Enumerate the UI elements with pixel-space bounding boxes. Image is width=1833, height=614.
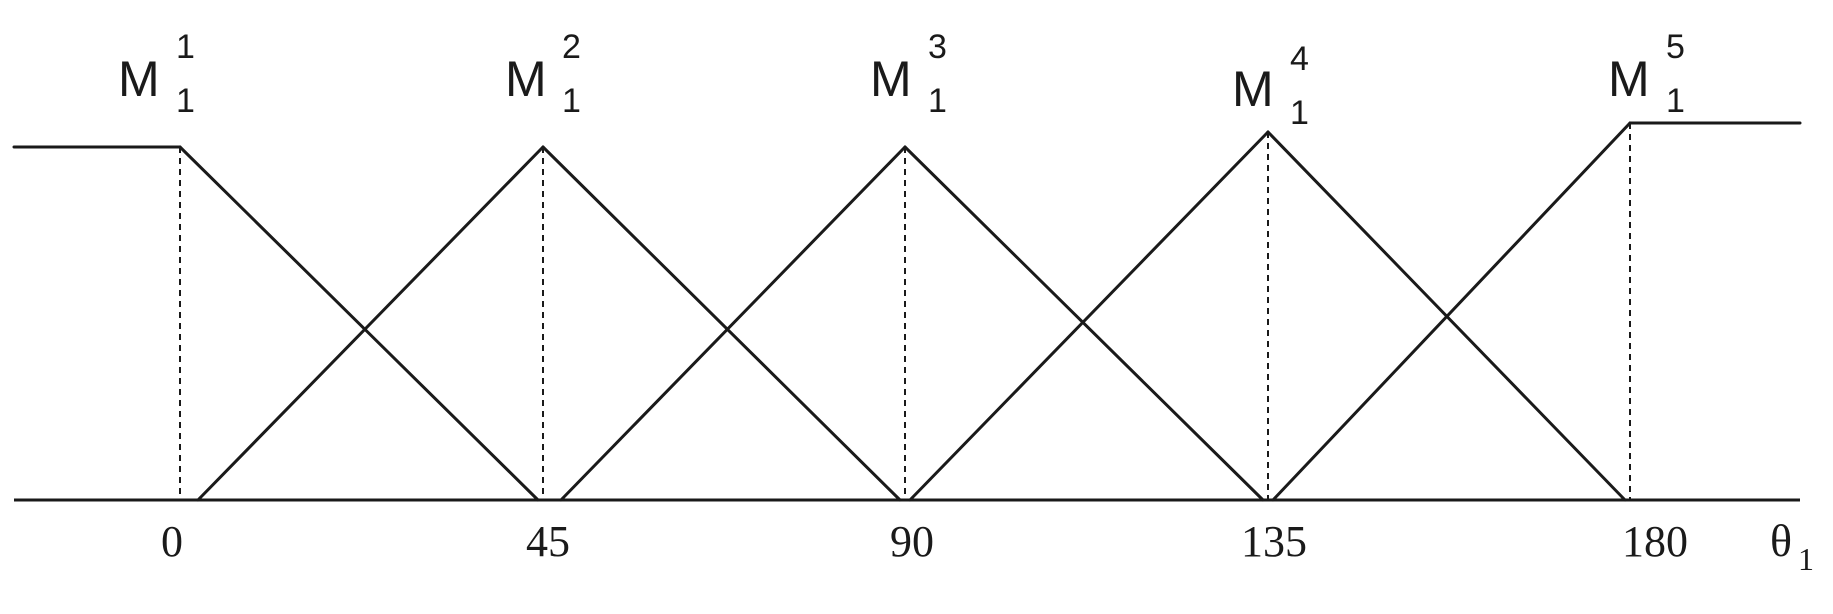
tick-label-180: 180 bbox=[1622, 517, 1688, 566]
tick-label-0: 0 bbox=[161, 517, 183, 566]
dashed-guides bbox=[179, 123, 1631, 500]
tick-label-45: 45 bbox=[526, 517, 570, 566]
label-sub: 1 bbox=[1666, 82, 1685, 120]
label-sub: 1 bbox=[176, 82, 195, 120]
label-sup: 1 bbox=[176, 28, 195, 66]
label-base: M bbox=[870, 51, 912, 107]
mf-5-rising-edge bbox=[1271, 121, 1632, 502]
label-base: M bbox=[505, 51, 547, 107]
label-sub: 1 bbox=[928, 82, 947, 120]
x-tick-labels: 0 45 90 135 180 bbox=[161, 517, 1688, 566]
membership-lines bbox=[12, 121, 1802, 502]
label-sub: 1 bbox=[1290, 94, 1309, 132]
label-base: M bbox=[1608, 51, 1650, 107]
membership-label-2: M 2 1 bbox=[505, 28, 581, 120]
theta-subscript: 1 bbox=[1798, 541, 1814, 577]
x-axis-symbol: θ 1 bbox=[1770, 515, 1814, 577]
label-sup: 2 bbox=[562, 28, 581, 66]
label-sup: 3 bbox=[928, 28, 947, 66]
mf-2-rising-edge bbox=[196, 145, 545, 502]
theta-symbol: θ bbox=[1770, 515, 1792, 566]
mf-1-falling-edge bbox=[178, 145, 540, 502]
mf-3-falling-edge bbox=[903, 145, 1265, 502]
label-sub: 1 bbox=[562, 82, 581, 120]
mf-3-rising-edge bbox=[559, 145, 907, 502]
label-base: M bbox=[1232, 61, 1274, 117]
label-base: M bbox=[118, 51, 160, 107]
mf-2-falling-edge bbox=[541, 145, 902, 502]
tick-label-135: 135 bbox=[1241, 517, 1307, 566]
mf-4-rising-edge bbox=[908, 130, 1270, 502]
membership-labels: M 1 1 M 2 1 M 3 1 M 4 1 M 5 1 bbox=[118, 28, 1685, 132]
membership-label-5: M 5 1 bbox=[1608, 28, 1685, 120]
membership-label-1: M 1 1 bbox=[118, 28, 195, 120]
tick-label-90: 90 bbox=[890, 517, 934, 566]
membership-label-4: M 4 1 bbox=[1232, 40, 1309, 132]
label-sup: 4 bbox=[1290, 40, 1309, 78]
label-sup: 5 bbox=[1666, 28, 1685, 66]
membership-label-3: M 3 1 bbox=[870, 28, 947, 120]
